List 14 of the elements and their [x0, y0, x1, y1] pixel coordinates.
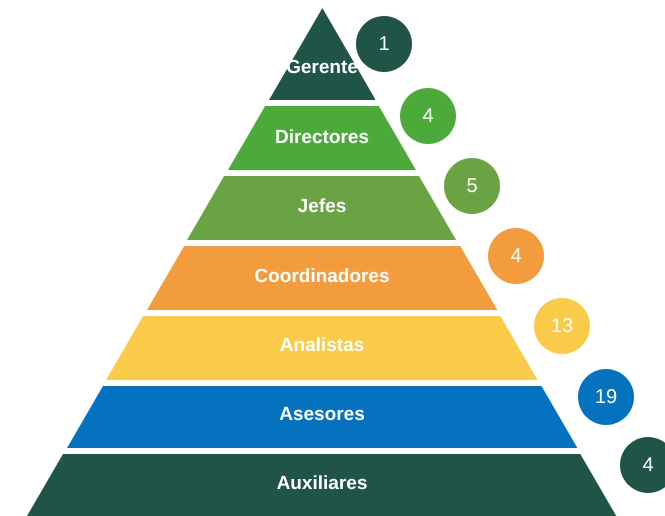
count-badge: 4 [620, 437, 665, 493]
tier-label: Coordinadores [254, 266, 390, 288]
tier-label: Jefes [298, 196, 346, 218]
count-badge: 1 [356, 16, 412, 72]
tier-label: Analistas [280, 335, 364, 357]
tier-label: Gerente [286, 57, 358, 79]
tier-label: Auxiliares [276, 473, 368, 495]
tier-label: Asesores [279, 404, 365, 426]
count-badge: 19 [578, 369, 634, 425]
count-badge: 5 [444, 158, 500, 214]
count-badge: 13 [534, 298, 590, 354]
count-badge: 4 [400, 88, 456, 144]
count-badge: 4 [488, 228, 544, 284]
tier-label: Directores [274, 127, 369, 149]
